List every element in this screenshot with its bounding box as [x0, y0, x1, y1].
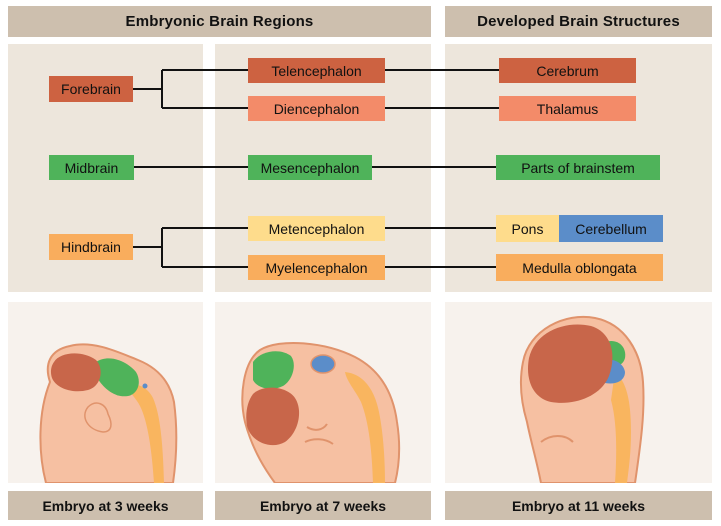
- box-forebrain: Forebrain: [49, 76, 133, 102]
- box-telencephalon: Telencephalon: [248, 58, 385, 83]
- embryo-11-weeks-illustration: [519, 315, 645, 483]
- box-pons: Pons: [496, 215, 559, 242]
- box-cerebellum: Cerebellum: [559, 215, 663, 242]
- caption-week3: Embryo at 3 weeks: [8, 491, 203, 520]
- box-diencephalon: Diencephalon: [248, 96, 385, 121]
- header-embryonic: Embryonic Brain Regions: [8, 6, 431, 37]
- box-brainstem: Parts of brainstem: [496, 155, 660, 180]
- box-mesencephalon: Mesencephalon: [248, 155, 372, 180]
- box-myelencephalon: Myelencephalon: [248, 255, 385, 280]
- box-thalamus: Thalamus: [499, 96, 636, 121]
- embryo-3-weeks-illustration: [39, 343, 178, 483]
- box-metencephalon: Metencephalon: [248, 216, 385, 241]
- box-midbrain: Midbrain: [49, 155, 134, 180]
- box-cerebrum: Cerebrum: [499, 58, 636, 83]
- box-medulla: Medulla oblongata: [496, 254, 663, 281]
- embryo-7-weeks-illustration: [241, 342, 401, 483]
- caption-week7: Embryo at 7 weeks: [215, 491, 431, 520]
- caption-week11: Embryo at 11 weeks: [445, 491, 712, 520]
- header-developed: Developed Brain Structures: [445, 6, 712, 37]
- box-hindbrain: Hindbrain: [49, 234, 133, 260]
